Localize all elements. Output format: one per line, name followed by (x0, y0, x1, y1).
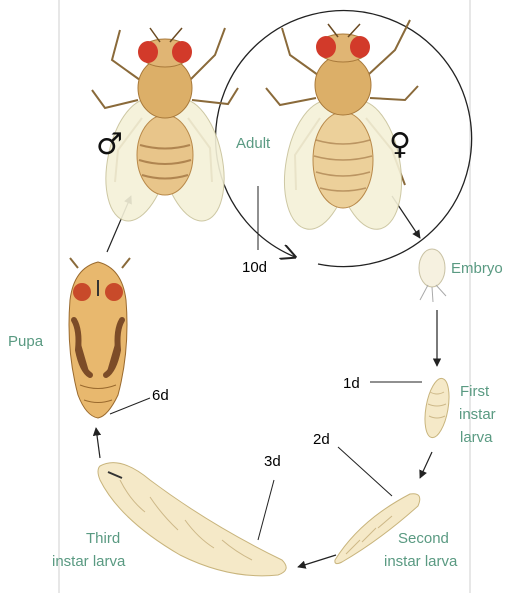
label-pupa: Pupa (8, 333, 44, 350)
label-second-instar-2: instar larva (384, 553, 458, 570)
label-second-instar-1: Second (398, 530, 449, 547)
day-6d: 6d (152, 387, 169, 404)
embryo-icon (419, 249, 446, 302)
day-1d: 1d (343, 375, 360, 392)
tick-2d (338, 447, 392, 496)
label-first-instar-2: instar (459, 406, 496, 423)
label-adult: Adult (236, 135, 271, 152)
day-3d: 3d (264, 453, 281, 470)
tick-3d (258, 480, 274, 540)
male-symbol: ♂ (96, 127, 123, 162)
arrow-second-to-third (298, 555, 336, 567)
arrow-first-to-second (420, 452, 432, 478)
label-third-instar-2: instar larva (52, 553, 126, 570)
female-symbol: ♀ (389, 127, 411, 162)
label-first-instar-1: First (460, 383, 490, 400)
arrow-third-to-pupa (96, 428, 100, 458)
third-instar-larva-icon (98, 463, 286, 576)
tick-6d (110, 398, 150, 414)
label-third-instar-1: Third (86, 530, 120, 547)
pupa-icon (69, 258, 130, 418)
label-first-instar-3: larva (460, 429, 493, 446)
label-embryo: Embryo (451, 260, 503, 277)
day-10d: 10d (242, 259, 267, 276)
first-instar-larva-icon (421, 377, 453, 440)
day-2d: 2d (313, 431, 330, 448)
